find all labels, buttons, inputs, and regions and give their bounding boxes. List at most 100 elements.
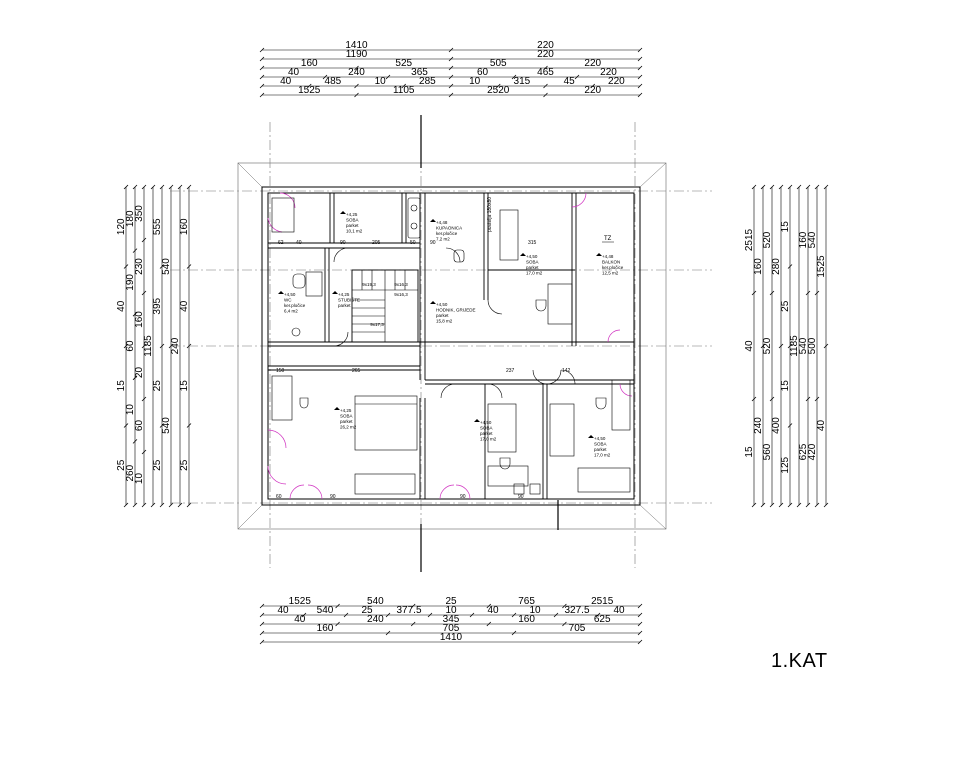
room-level: +4,48: [436, 220, 448, 225]
dimension-tick: [259, 603, 265, 609]
dimension-value: 190: [125, 274, 136, 291]
dimension-tick: [778, 343, 784, 349]
level-marker: [334, 407, 340, 410]
furniture: [271, 197, 631, 495]
dimension-value: 160: [518, 614, 535, 625]
dimension-tick: [814, 184, 820, 190]
dimension-tick: [132, 439, 138, 444]
dimension-tick: [805, 502, 811, 508]
dimension-tick: [132, 375, 138, 381]
interior-door-swings: [333, 247, 576, 399]
dimension-value: 520: [762, 337, 773, 354]
dimension-value: 1105: [393, 85, 415, 96]
dimension-value: 220: [600, 67, 617, 78]
dimension-value: 315: [514, 76, 531, 87]
dimension-value: 1185: [143, 335, 154, 357]
dimension-value: 1410: [345, 40, 368, 51]
dimension-tick: [159, 423, 165, 428]
bed: [354, 395, 418, 451]
dimension-tick: [141, 237, 147, 243]
dimension-value: 60: [477, 67, 489, 78]
dimension-value: 15: [744, 446, 755, 458]
dimension-value: 230: [134, 258, 145, 275]
room-floor: parket: [436, 313, 449, 318]
dimension-tick: [787, 184, 793, 190]
dimension-value: 10: [134, 473, 145, 485]
dimension-value: 625: [798, 443, 809, 460]
dimension-tick: [186, 184, 192, 190]
dimension-tick: [177, 502, 183, 508]
dimension-tick: [787, 502, 793, 508]
dimension-value: 160: [179, 218, 190, 235]
dimension-tick: [805, 396, 811, 402]
dimension-value: 160: [317, 623, 334, 634]
room-floor: ker.pločice: [602, 265, 624, 270]
dimension-tick: [543, 65, 548, 71]
dimension-value: 25: [152, 380, 163, 392]
stair-label: 9x16,3: [394, 292, 408, 297]
room-name: BALKON: [602, 260, 620, 265]
dimension-tick: [123, 423, 129, 428]
sink: [410, 222, 418, 230]
roof-corner-line: [237, 162, 263, 188]
dimension-value: 1525: [289, 596, 312, 607]
dimension-value: 2520: [487, 85, 510, 96]
dimension-tick: [259, 621, 265, 627]
room-area: 17,0 m2: [480, 437, 497, 442]
dimension-value: 25: [116, 459, 127, 471]
dimension-tick: [469, 612, 475, 618]
room-name: SOBA: [594, 442, 607, 447]
dimension-value: 377.5: [396, 605, 421, 616]
room-level: +4,25: [338, 292, 350, 297]
dimension-tick: [511, 74, 517, 80]
dimension-tick: [168, 184, 174, 190]
room-area: 7,2 m2: [436, 237, 450, 242]
sheet-label: 1.KAT: [771, 650, 828, 672]
dimension-tick: [159, 184, 165, 190]
dimension-tick: [354, 92, 359, 98]
dimension-value: 160: [134, 311, 145, 328]
room-floor: parket: [594, 447, 607, 452]
door-swings: [267, 192, 633, 500]
dimension-tick: [543, 92, 548, 98]
dimension-value: 220: [537, 49, 554, 60]
dimension-value: 540: [161, 417, 172, 434]
svg-text:50: 50: [410, 240, 416, 246]
room-name: HODNIK, GRIJEDE: [436, 308, 476, 313]
room-level: +4,25: [340, 408, 352, 413]
dimension-value: 25: [445, 596, 457, 607]
dimension-tick: [778, 502, 784, 508]
dimension-tick: [141, 449, 147, 455]
dimension-tick: [385, 630, 391, 636]
level-marker: [278, 291, 284, 294]
dimension-tick: [132, 502, 138, 508]
dimension-tick: [385, 74, 391, 80]
dimension-value: 60: [134, 420, 145, 432]
bed-note: postelja 180x80: [487, 197, 493, 232]
dimension-tick: [301, 612, 307, 618]
dimension-tick: [259, 639, 265, 645]
dimension-value: 525: [395, 58, 412, 69]
dimension-tick: [177, 184, 183, 190]
dimension-value: 180: [125, 210, 136, 227]
room-area: 12,5 m2: [602, 271, 619, 276]
dimension-tick: [637, 621, 643, 627]
dimension-tick: [259, 83, 265, 89]
chair: [595, 397, 607, 410]
sink: [410, 204, 418, 212]
dimension-value: 465: [537, 67, 554, 78]
bed: [547, 283, 573, 325]
dimension-value: 240: [348, 67, 365, 78]
dimension-value: 485: [325, 76, 342, 87]
dimension-value: 540: [317, 605, 334, 616]
dimension-tick: [814, 502, 820, 508]
chair: [499, 457, 511, 470]
dimension-tick: [132, 184, 138, 190]
dimension-tick: [751, 502, 757, 508]
